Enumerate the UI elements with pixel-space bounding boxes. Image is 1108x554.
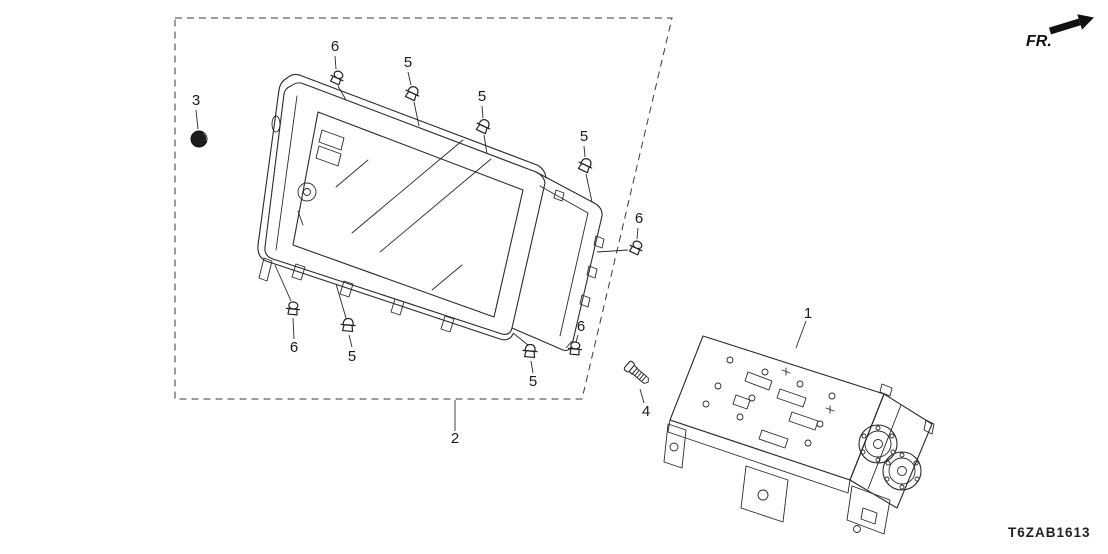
- clip-part5-bottom-b: [521, 343, 539, 359]
- callout-part6-bottom-a: 6: [290, 339, 298, 356]
- callout-part1: 1: [804, 305, 812, 322]
- fr-arrow-icon: [1048, 14, 1094, 35]
- callout-part6-top: 6: [331, 38, 339, 55]
- rear-frame: [511, 171, 605, 351]
- glass-reflection-lines: [335, 139, 492, 291]
- callout-part5-top-c: 5: [580, 128, 588, 145]
- callout-part3: 3: [192, 92, 200, 109]
- chassis-slots: [732, 371, 819, 449]
- callout-part5-bottom-b: 5: [529, 373, 537, 390]
- diagram-code: T6ZAB1613: [1008, 525, 1091, 540]
- clip-part5-top-b: [473, 116, 494, 136]
- chassis-holes: [702, 356, 836, 447]
- fr-direction-marker: FR.: [1026, 14, 1094, 50]
- clip-part6-right: [626, 238, 646, 257]
- round-connector-b: [882, 451, 922, 491]
- bezel-side-slot: [271, 115, 281, 133]
- callout-part6-right: 6: [635, 210, 643, 227]
- bezel-bottom-tabs: [258, 257, 455, 333]
- bezel-knob: [297, 182, 317, 202]
- clip-part6-top: [327, 68, 347, 87]
- bezel-vent-slots: [315, 129, 345, 167]
- radio-unit: [663, 335, 935, 535]
- bezel-tick: [297, 210, 304, 226]
- screw-bolt-part4: [623, 360, 649, 384]
- callout-part5-top-b: 5: [478, 88, 486, 105]
- clip-part5-top-a: [402, 83, 423, 103]
- callout-part5-bottom-a: 5: [348, 348, 356, 365]
- leader-lines: [195, 55, 807, 431]
- clip-part5-top-c: [575, 155, 596, 175]
- callout-part2: 2: [451, 430, 459, 447]
- callout-part5-top-a: 5: [404, 54, 412, 71]
- display-assembly: [257, 73, 605, 351]
- clip-part6-bottom-a: [284, 300, 302, 316]
- boundary-box: [174, 17, 673, 400]
- round-connector-a: [858, 424, 898, 464]
- callout-part6-bottom-b: 6: [577, 318, 585, 335]
- clip-part5-bottom-a: [339, 317, 357, 333]
- cap-part3: [190, 130, 208, 148]
- callout-part4: 4: [642, 403, 650, 420]
- mounting-brackets: [663, 383, 935, 535]
- fr-label: FR.: [1026, 33, 1052, 50]
